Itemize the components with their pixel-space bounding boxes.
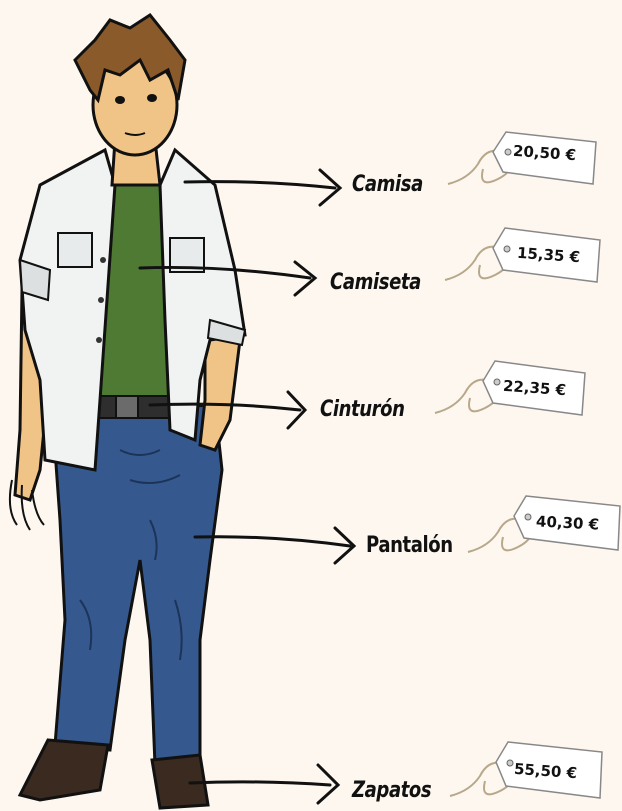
price-tag-zapatos: 55,50 € [449,738,603,800]
item-label-camisa: Camisa [352,172,423,197]
belt [94,395,171,419]
item-label-zapatos: Zapatos [352,778,432,803]
price-tag-cinturon: 22,35 € [434,355,586,417]
item-label-pantalon: Pantalón [366,533,453,558]
arrow-camiseta [138,260,318,297]
head [73,13,187,187]
item-label-camiseta: Camiseta [330,270,421,295]
price-tag-camiseta: 15,35 € [444,222,601,284]
tag-icon [449,741,603,799]
tag-icon [447,131,597,185]
arrow-zapatos [188,763,341,805]
item-label-cinturon: Cinturón [320,397,405,422]
shoes [17,738,210,810]
shirt [18,147,247,472]
jeans [53,403,224,767]
price-tag-pantalon: 40,30 € [467,490,621,553]
arrow-pantalon [193,526,357,565]
price-pantalon: 40,30 € [535,512,600,534]
arrow-cinturon [148,390,308,430]
arrows [138,168,357,805]
arrow-camisa [183,168,343,207]
tag-icon [467,495,621,553]
price-tag-camisa: 20,50 € [447,122,597,185]
tag-icon [434,360,586,416]
tag-icon [444,227,601,283]
